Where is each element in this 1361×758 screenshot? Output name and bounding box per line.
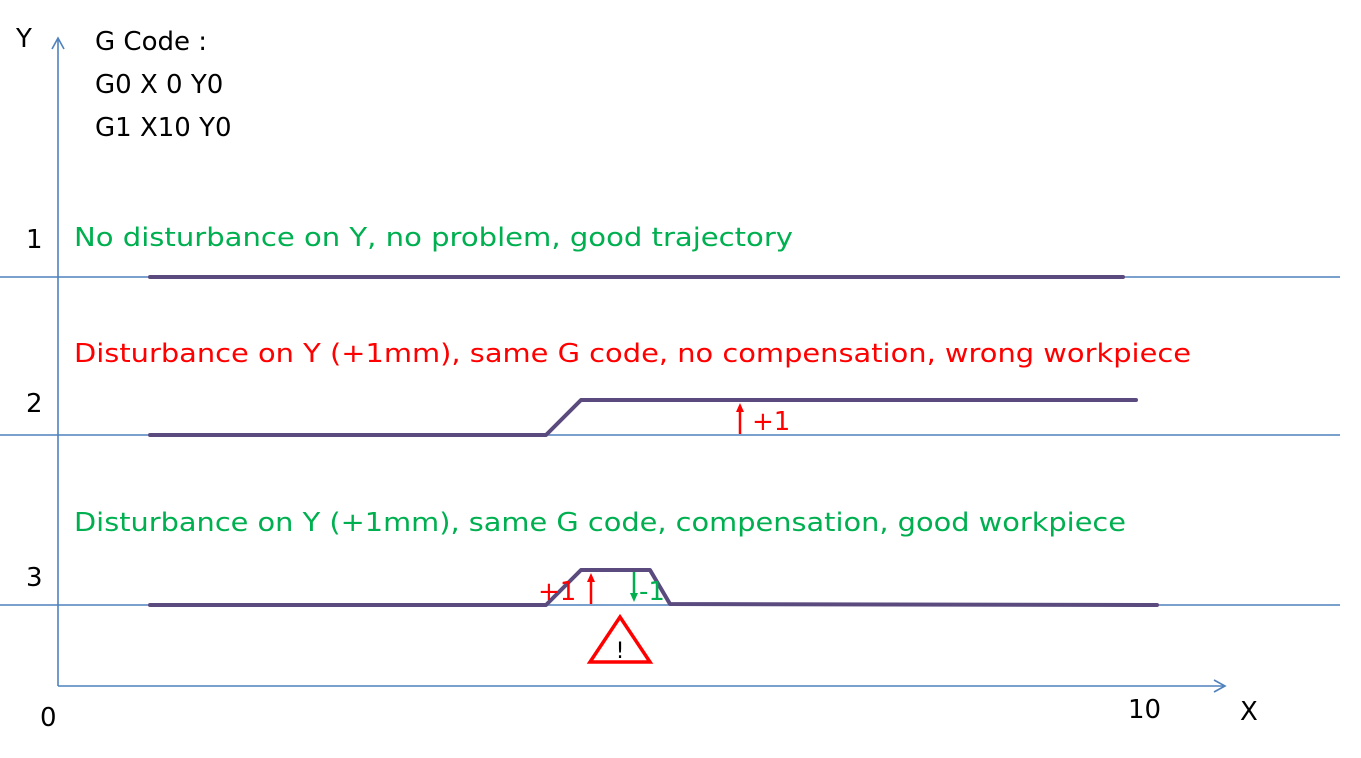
x-end-label: 10 bbox=[1128, 695, 1161, 725]
origin-label: 0 bbox=[40, 703, 57, 733]
scenario-3-plus-label: +1 bbox=[538, 577, 576, 607]
scenario-3-number: 3 bbox=[26, 563, 43, 593]
scenario-1-number: 1 bbox=[26, 225, 43, 255]
scenario-3-caption: Disturbance on Y (+1mm), same G code, co… bbox=[74, 508, 1126, 538]
scenario-2-number: 2 bbox=[26, 389, 43, 419]
gcode-line-2: G1 X10 Y0 bbox=[95, 113, 232, 143]
scenario-2-marker-label: +1 bbox=[752, 407, 790, 437]
warning-symbol: ! bbox=[616, 639, 625, 664]
gcode-title: G Code : bbox=[95, 27, 207, 57]
warning-icon bbox=[586, 613, 654, 664]
scenario-2-caption: Disturbance on Y (+1mm), same G code, no… bbox=[74, 339, 1191, 369]
x-axis-label: X bbox=[1240, 697, 1258, 727]
scenario-1-caption: No disturbance on Y, no problem, good tr… bbox=[74, 223, 793, 253]
gcode-line-1: G0 X 0 Y0 bbox=[95, 70, 223, 100]
trajectory-2 bbox=[148, 398, 1138, 437]
trajectory-3 bbox=[148, 568, 1159, 607]
y-axis-label: Y bbox=[15, 24, 32, 54]
scenario-3-minus-label: -1 bbox=[639, 577, 665, 607]
